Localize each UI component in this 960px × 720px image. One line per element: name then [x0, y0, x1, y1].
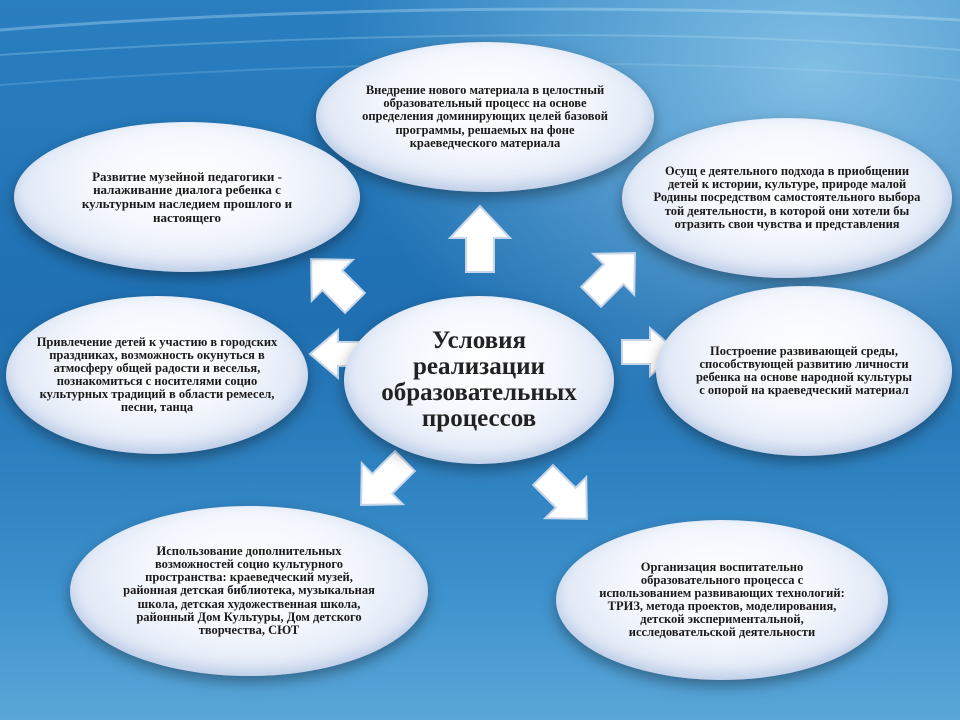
arrow-down-left-icon — [352, 449, 417, 514]
node-top-right: Осущ е деятельного подхода в приобщении … — [622, 118, 952, 278]
arrow-up-left-icon — [302, 250, 367, 315]
node-top-text: Внедрение нового материала в целостный о… — [362, 83, 608, 150]
node-bottom-left-text: Использование дополнительных возможносте… — [123, 544, 375, 637]
node-bottom-right-text: Организация воспитательно образовательно… — [599, 559, 845, 640]
node-top-right-text: Осущ е деятельного подхода в приобщении … — [653, 164, 921, 231]
node-bottom-right: Организация воспитательно образовательно… — [556, 520, 888, 680]
node-right: Построение развивающей среды, способству… — [656, 286, 952, 456]
arrow-up-right-icon — [579, 244, 644, 309]
arrow-up-icon — [447, 204, 513, 274]
node-center: Условия реализации образовательных проце… — [344, 296, 614, 464]
center-title: Условия реализации образовательных проце… — [381, 326, 577, 433]
arrow-down-right-icon — [531, 463, 596, 528]
node-left-text: Привлечение детей к участию в городских … — [36, 334, 278, 415]
node-top-left-text: Развитие музейной педагогики - налаживан… — [81, 168, 293, 225]
node-bottom-left: Использование дополнительных возможносте… — [70, 506, 428, 676]
node-right-text: Построение развивающей среды, способству… — [695, 343, 913, 398]
node-left: Привлечение детей к участию в городских … — [6, 296, 308, 454]
node-top: Внедрение нового материала в целостный о… — [316, 42, 654, 192]
node-top-left: Развитие музейной педагогики - налаживан… — [14, 122, 360, 272]
